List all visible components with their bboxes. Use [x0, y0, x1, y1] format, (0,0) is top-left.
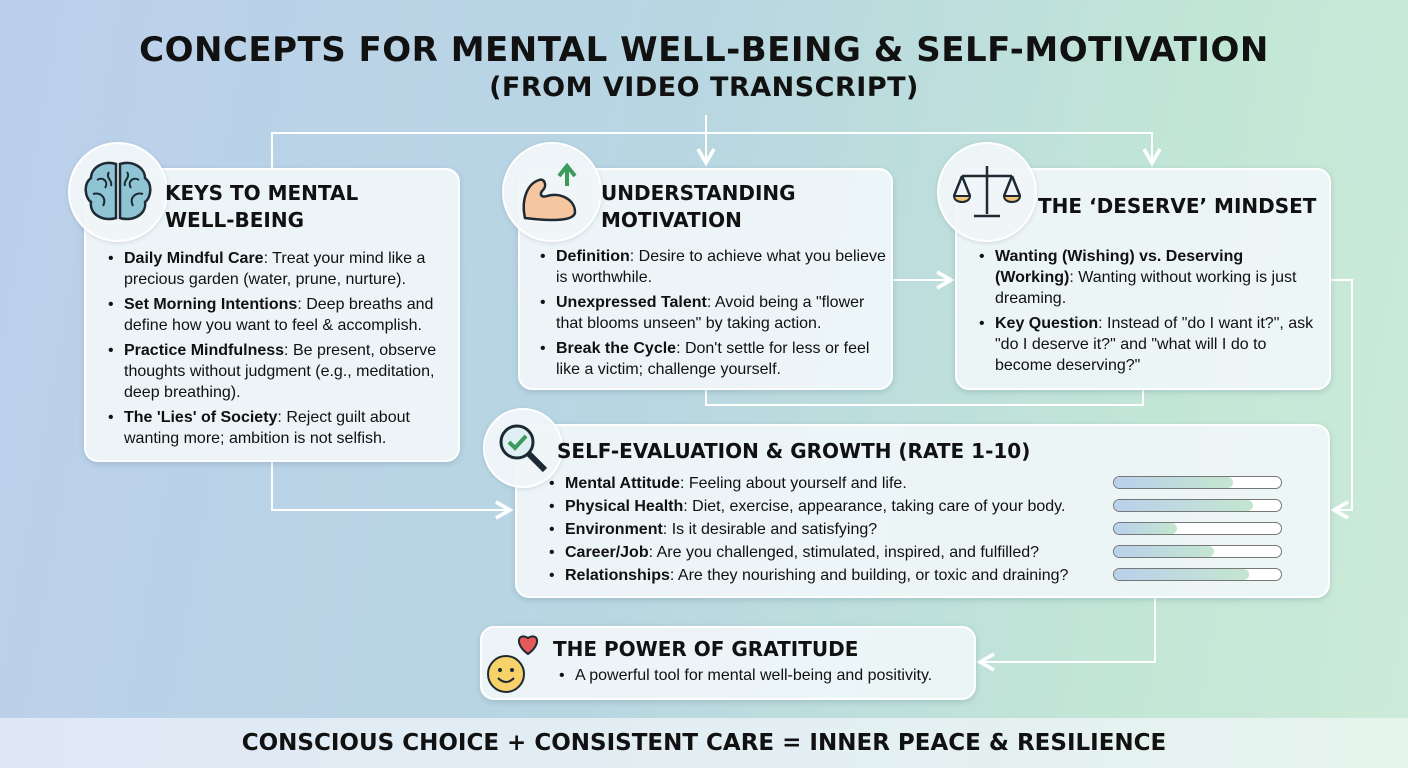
- list-item: Key Question: Instead of "do I want it?"…: [977, 313, 1322, 376]
- rating-bar-career: [1113, 545, 1282, 558]
- list-item: Physical Health: Diet, exercise, appeara…: [547, 496, 1107, 517]
- page-title: CONCEPTS FOR MENTAL WELL-BEING & SELF-MO…: [139, 30, 1269, 70]
- list-item: Wanting (Wishing) vs. Deserving (Working…: [977, 246, 1322, 309]
- list-item: Daily Mindful Care: Treat your mind like…: [106, 248, 456, 290]
- list-item: The 'Lies' of Society: Reject guilt abou…: [106, 407, 456, 449]
- rating-fill: [1114, 569, 1250, 580]
- list-item: Career/Job: Are you challenged, stimulat…: [547, 542, 1107, 563]
- rating-fill: [1114, 546, 1215, 557]
- footer-banner: CONSCIOUS CHOICE + CONSISTENT CARE = INN…: [0, 718, 1408, 768]
- smiley-heart-icon: [484, 630, 546, 696]
- motivation-list: Definition: Desire to achieve what you b…: [538, 246, 888, 384]
- rating-fill: [1114, 500, 1253, 511]
- list-item: Break the Cycle: Don't settle for less o…: [538, 338, 888, 380]
- list-item: Relationships: Are they nourishing and b…: [547, 565, 1107, 586]
- deserve-title: THE ‘DESERVE’ MINDSET: [1038, 194, 1317, 218]
- rating-bar-environment: [1113, 522, 1282, 535]
- scales-icon: [937, 142, 1037, 242]
- list-item: Unexpressed Talent: Avoid being a "flowe…: [538, 292, 888, 334]
- list-item: Practice Mindfulness: Be present, observ…: [106, 340, 456, 403]
- rating-bar-relationships: [1113, 568, 1282, 581]
- footer-text: CONSCIOUS CHOICE + CONSISTENT CARE = INN…: [241, 730, 1167, 756]
- motivation-title: UNDERSTANDING MOTIVATION: [601, 181, 796, 232]
- gratitude-card: [480, 626, 976, 700]
- evaluation-title: SELF-EVALUATION & GROWTH (RATE 1-10): [557, 439, 1031, 463]
- keys-list: Daily Mindful Care: Treat your mind like…: [106, 248, 456, 453]
- evaluation-list: Mental Attitude: Feeling about yourself …: [547, 473, 1107, 588]
- list-item: Definition: Desire to achieve what you b…: [538, 246, 888, 288]
- list-item: Environment: Is it desirable and satisfy…: [547, 519, 1107, 540]
- rating-fill: [1114, 523, 1178, 534]
- page-subtitle: (FROM VIDEO TRANSCRIPT): [489, 72, 919, 103]
- rating-fill: [1114, 477, 1233, 488]
- list-item: A powerful tool for mental well-being an…: [557, 665, 967, 686]
- flexed-arm-icon: [502, 142, 602, 242]
- brain-icon: [68, 142, 168, 242]
- rating-bar-physical-health: [1113, 499, 1282, 512]
- list-item: Set Morning Intentions: Deep breaths and…: [106, 294, 456, 336]
- keys-title: KEYS TO MENTAL WELL-BEING: [165, 181, 359, 232]
- deserve-list: Wanting (Wishing) vs. Deserving (Working…: [977, 246, 1322, 380]
- gratitude-list: A powerful tool for mental well-being an…: [557, 665, 967, 690]
- rating-bar-mental-attitude: [1113, 476, 1282, 489]
- gratitude-title: THE POWER OF GRATITUDE: [553, 637, 859, 661]
- list-item: Mental Attitude: Feeling about yourself …: [547, 473, 1107, 494]
